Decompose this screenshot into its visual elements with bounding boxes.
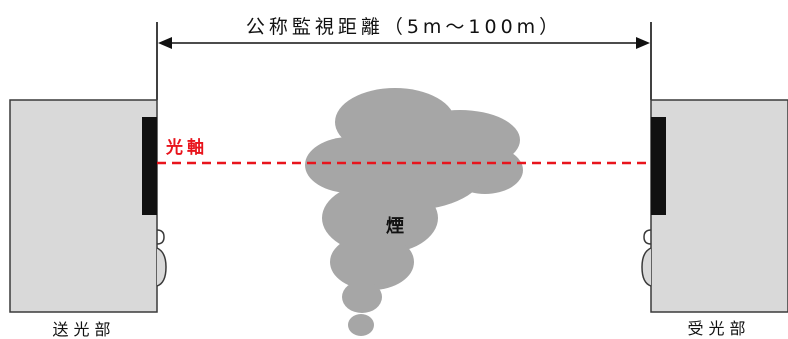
smoke-cloud-icon [305, 88, 523, 336]
receiver-unit [641, 99, 788, 313]
optical-axis-label: 光軸 [165, 137, 208, 158]
receiver-label: 受光部 [687, 319, 750, 338]
transmitter-label: 送光部 [52, 320, 115, 339]
receiver-body [650, 99, 788, 313]
receiver-knob-icon [641, 247, 652, 287]
transmitter-knob-icon [156, 247, 167, 287]
smoke-label: 煙 [386, 216, 404, 237]
distance-dimension: 公称監視距離（5m～100m） [156, 10, 652, 100]
distance-label: 公称監視距離（5m～100m） [246, 16, 562, 38]
receiver-lens [651, 117, 666, 215]
transmitter-unit [9, 99, 167, 313]
distance-label-bg [222, 10, 586, 40]
transmitter-hook-icon [156, 229, 165, 245]
receiver-hook-icon [643, 229, 652, 245]
transmitter-body [9, 99, 158, 313]
transmitter-lens [142, 117, 157, 215]
distance-arrowhead-right [636, 37, 650, 49]
distance-arrowhead-left [158, 37, 172, 49]
